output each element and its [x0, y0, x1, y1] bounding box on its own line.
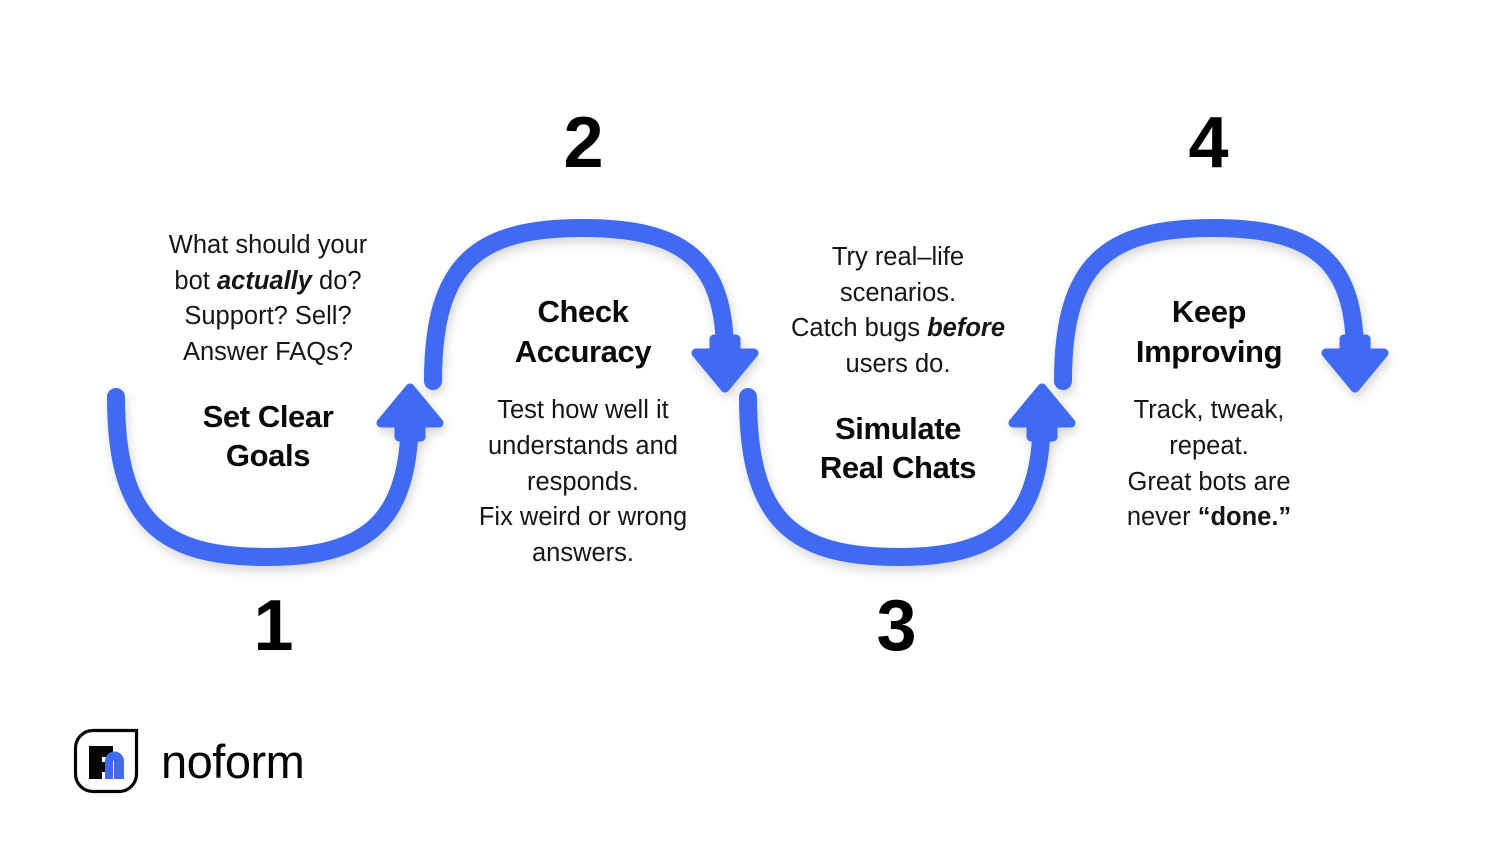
step-3-heading-line-1: Simulate [834, 410, 961, 446]
step-2-body-line-1: Test how well it [497, 396, 669, 425]
step-4-body: Track, tweak, repeat. Great bots are nev… [1078, 393, 1340, 536]
step-3-heading: Simulate Real Chats [764, 409, 1032, 488]
step-1-heading-line-2: Goals [225, 438, 311, 474]
logo-outline [73, 728, 139, 794]
step-4-heading-line-1: Keep [1171, 294, 1247, 329]
step-2-heading-line-1: Check [537, 294, 629, 329]
brand-logo: noform [72, 727, 305, 795]
step-2-heading-line-2: Accuracy [514, 333, 652, 369]
noform-logo-mark [73, 728, 139, 794]
step-3-body-line-2: scenarios. [839, 278, 957, 307]
logo-wordmark: noform [161, 734, 305, 788]
step-1-emphasis: actually [216, 266, 312, 295]
step-4-body-line-2: repeat. [1169, 432, 1249, 461]
step-3-heading-line-2: Real Chats [819, 450, 977, 486]
step-4-emphasis: “done.” [1197, 503, 1292, 532]
step-4-body-line-3: Great bots are [1127, 467, 1291, 496]
step-block-2: Check Accuracy Test how well it understa… [452, 292, 714, 572]
step-number-4: 4 [1188, 103, 1228, 183]
step-block-4: Keep Improving Track, tweak, repeat. Gre… [1078, 292, 1340, 536]
step-3-body-line-1: Try real–life [831, 243, 965, 271]
step-4-body-line-1: Track, tweak, [1133, 396, 1285, 425]
step-2-body-line-4: Fix weird or wrong [478, 503, 688, 532]
step-4-heading: Keep Improving [1078, 292, 1340, 371]
step-number-2: 2 [563, 103, 603, 183]
step-2-body-line-3: responds. [527, 467, 639, 496]
step-4-body-line-4: never “done.” [1078, 500, 1340, 536]
step-3-body-line-3: Catch bugs before [764, 311, 1032, 347]
step-3-body-line-4: users do. [845, 350, 951, 379]
step-2-body-line-2: understands and [488, 432, 678, 461]
step-block-1: What should your bot actually do? Suppor… [132, 228, 404, 476]
step-1-body-line-1: What should your [168, 231, 368, 259]
step-1-body-line-2c: do? [311, 266, 362, 295]
step-1-body-line-4: Answer FAQs? [182, 338, 354, 367]
logo-arch [105, 751, 124, 779]
step-1-body-line-2: bot actually do? [132, 264, 404, 300]
step-2-heading: Check Accuracy [452, 292, 714, 371]
step-number-3: 3 [876, 586, 916, 666]
step-3-body-line-3a: Catch bugs [790, 314, 928, 343]
step-number-1: 1 [253, 586, 293, 666]
step-1-body-line-3: Support? Sell? [184, 302, 352, 331]
step-2-body-line-5: answers. [531, 539, 635, 568]
step-1-heading: Set Clear Goals [132, 397, 404, 476]
step-4-body-line-4a: never [1126, 503, 1198, 532]
step-1-body-line-2a: bot [174, 266, 217, 295]
step-3-body: Try real–life scenarios. Catch bugs befo… [764, 240, 1032, 383]
step-3-emphasis: before [927, 314, 1006, 343]
step-4-heading-line-2: Improving [1135, 333, 1283, 369]
step-block-3: Try real–life scenarios. Catch bugs befo… [764, 240, 1032, 488]
step-1-heading-line-1: Set Clear [202, 398, 334, 434]
step-1-body: What should your bot actually do? Suppor… [132, 228, 404, 371]
step-2-body: Test how well it understands and respond… [452, 393, 714, 571]
